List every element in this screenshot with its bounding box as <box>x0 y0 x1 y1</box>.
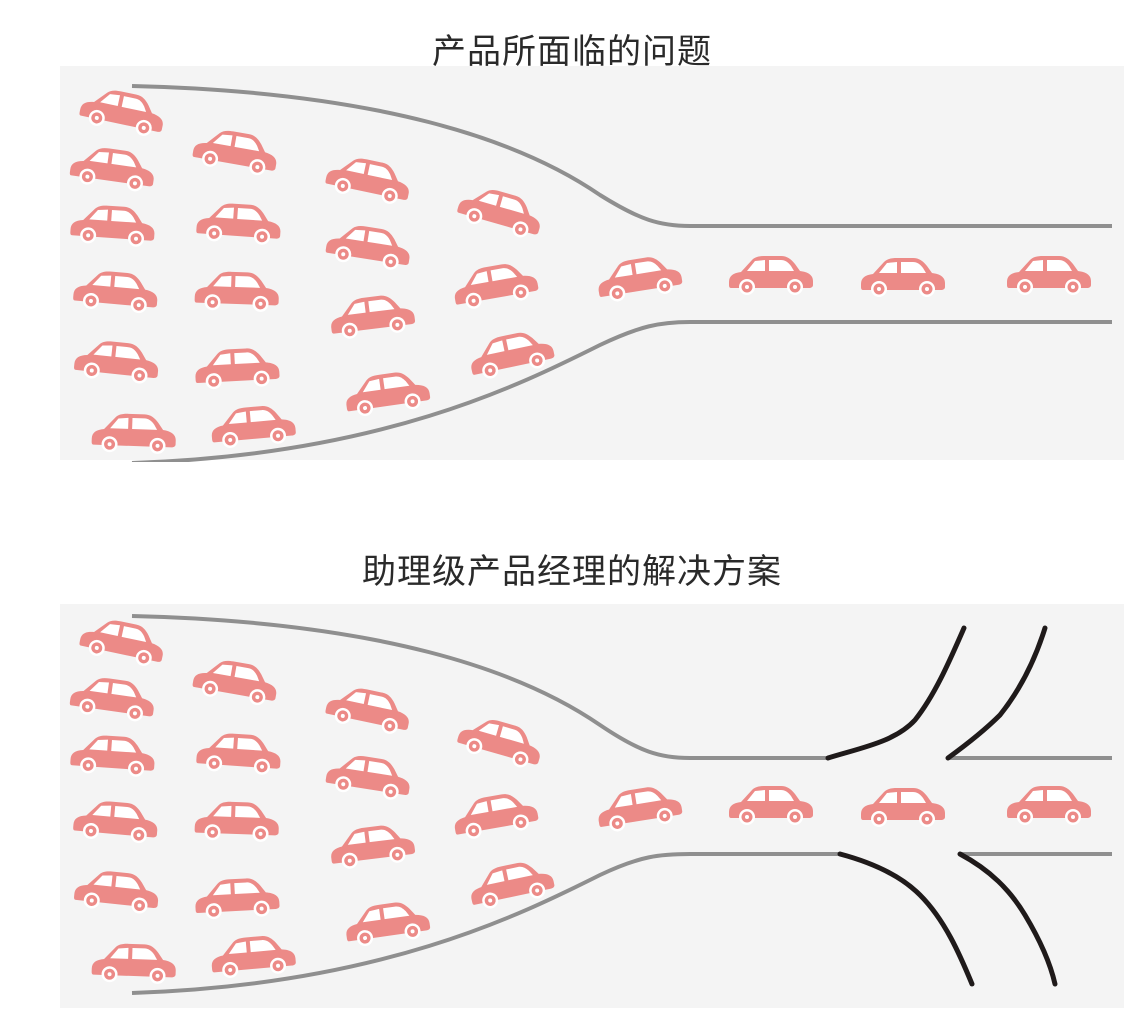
panel-background <box>60 66 1124 460</box>
road-upper-edge <box>131 614 828 760</box>
traffic-bottleneck-diagram <box>60 66 1124 462</box>
panel-title-solution: 助理级产品经理的解决方案 <box>362 552 782 592</box>
road-lower-edge <box>131 320 1112 462</box>
new-lane-bottom-right <box>957 851 1058 987</box>
road-upper-edge <box>131 84 1112 228</box>
new-lane-top-right <box>945 625 1048 761</box>
traffic-solution-diagram <box>60 604 1124 1008</box>
road-lower-edge <box>131 852 840 995</box>
new-lane-top-left <box>825 625 967 761</box>
panel-title-problem: 产品所面临的问题 <box>432 32 712 72</box>
new-lane-bottom-left <box>837 851 975 987</box>
